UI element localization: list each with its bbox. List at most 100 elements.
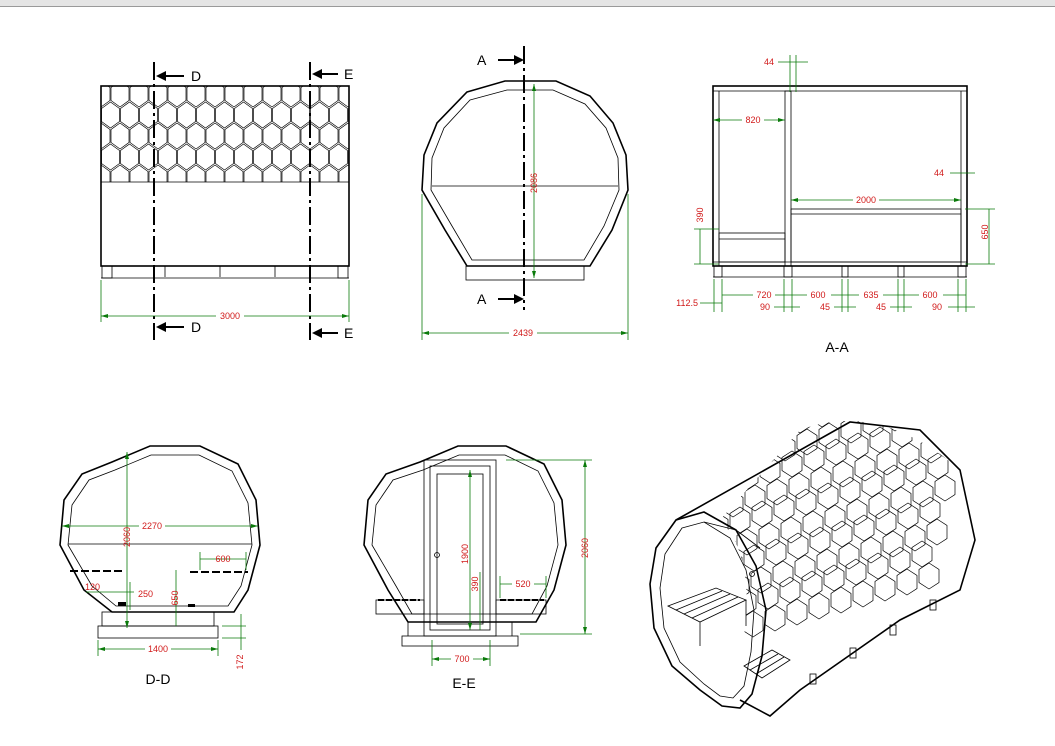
shingle xyxy=(129,86,149,108)
dim-span-3: 635 xyxy=(863,290,878,300)
shingle xyxy=(824,504,846,532)
shingle xyxy=(310,143,329,171)
shingle xyxy=(915,355,935,381)
dim-edge: 112.5 xyxy=(676,298,698,308)
shingle xyxy=(272,143,291,171)
shingle xyxy=(802,510,824,538)
dd-outer-shell xyxy=(59,445,261,613)
section-label-e: E xyxy=(344,66,353,82)
shingle xyxy=(805,385,825,411)
dim-dd-step: 120 xyxy=(85,582,100,592)
shingle xyxy=(253,143,272,171)
shingle xyxy=(853,514,875,542)
shingle xyxy=(677,629,697,655)
dim-span-2: 600 xyxy=(810,290,825,300)
dim-wall-top: 44 xyxy=(764,57,774,67)
shingle xyxy=(935,421,957,436)
shingle xyxy=(810,466,832,494)
shingle xyxy=(811,421,833,428)
shingle xyxy=(930,327,950,353)
shingle xyxy=(177,101,196,129)
shingle xyxy=(878,383,898,409)
dim-front-height: 2086 xyxy=(529,173,539,193)
shingle xyxy=(773,494,795,522)
shingle xyxy=(796,428,818,456)
shingle xyxy=(766,478,788,506)
shingle xyxy=(243,86,263,108)
shingle xyxy=(905,458,927,486)
shingle xyxy=(120,143,139,171)
shingle xyxy=(148,122,168,150)
shingle xyxy=(253,101,272,129)
shingle xyxy=(922,371,942,397)
dim-ee-bench-depth: 520 xyxy=(515,579,530,589)
shingle xyxy=(110,122,130,150)
section-d-d: 2060 2270 600 120 250 650 1400 172 D-D xyxy=(59,445,261,687)
shingle xyxy=(186,86,206,108)
shingle xyxy=(838,542,860,570)
shingle xyxy=(789,421,811,434)
shingle xyxy=(215,101,234,129)
shingle xyxy=(919,496,941,524)
section-label-e: E xyxy=(344,325,353,341)
shingle xyxy=(196,101,215,129)
partition-wall xyxy=(784,90,792,267)
shingle xyxy=(817,482,839,510)
shingle xyxy=(875,508,897,536)
dim-dd-width: 2270 xyxy=(142,521,162,531)
shingle xyxy=(729,506,751,534)
shingle xyxy=(139,101,158,129)
dim-dd-base-width: 1400 xyxy=(148,644,168,654)
shingle xyxy=(158,143,177,171)
iso-shingle-pattern xyxy=(677,327,979,655)
shingle xyxy=(767,421,789,440)
shingle xyxy=(781,450,803,478)
shingle xyxy=(732,381,752,407)
dim-bench-right-height: 650 xyxy=(980,224,990,239)
shingle xyxy=(854,454,876,482)
shingle xyxy=(730,446,752,474)
section-label-d: D xyxy=(191,319,201,335)
shingle xyxy=(338,164,349,182)
shingle xyxy=(186,164,206,182)
dim-ee-door-width: 700 xyxy=(454,654,469,664)
shingle xyxy=(833,421,855,422)
shingle xyxy=(830,586,852,614)
shingle xyxy=(101,164,111,182)
shingle xyxy=(158,101,177,129)
shingle xyxy=(874,574,896,602)
shingle xyxy=(896,568,918,596)
shingle xyxy=(720,534,736,562)
shingle xyxy=(262,122,282,150)
shingle xyxy=(942,430,964,458)
dim-ee-bench-height: 390 xyxy=(470,576,480,591)
dim-edge-left: 90 xyxy=(760,302,770,312)
shingle xyxy=(890,486,912,514)
shingle xyxy=(889,546,911,574)
shingle xyxy=(101,122,111,150)
shingle xyxy=(959,343,979,369)
shingle xyxy=(186,122,206,150)
shingle xyxy=(754,375,774,401)
shingle xyxy=(908,333,928,359)
shingle xyxy=(694,475,714,501)
shingle xyxy=(205,86,225,108)
shingle xyxy=(720,512,729,540)
dim-bench-length: 2000 xyxy=(856,195,876,205)
shingle xyxy=(723,424,745,452)
shingle xyxy=(926,518,948,546)
dim-dd-base-height: 172 xyxy=(235,654,245,669)
foot xyxy=(101,265,113,279)
shingle xyxy=(110,164,130,182)
shingle xyxy=(776,369,796,395)
arrow-icon xyxy=(514,294,524,304)
shingle xyxy=(861,470,883,498)
shingle xyxy=(883,464,905,492)
dim-side-width: 3000 xyxy=(220,311,240,321)
shingle xyxy=(234,143,253,171)
shingle xyxy=(291,101,310,129)
shingle xyxy=(743,544,765,572)
shingle xyxy=(720,594,735,622)
shingle xyxy=(757,582,779,610)
